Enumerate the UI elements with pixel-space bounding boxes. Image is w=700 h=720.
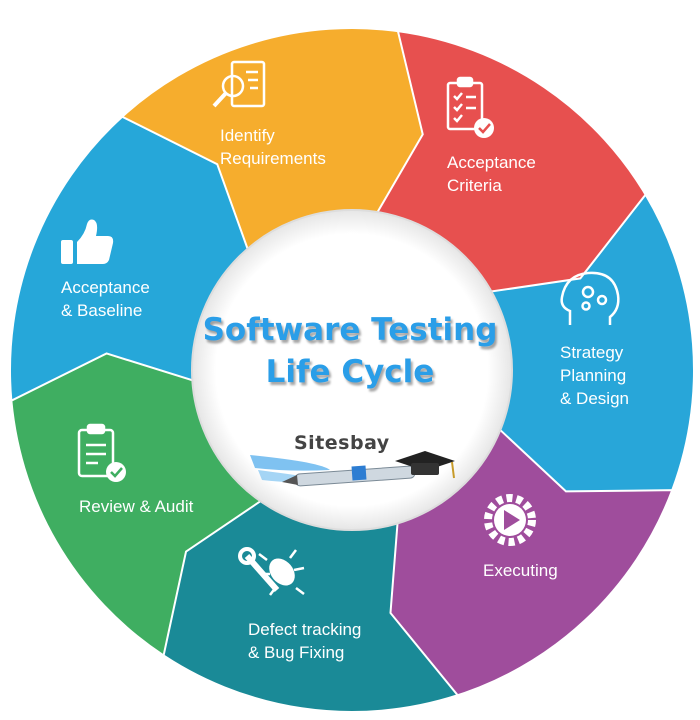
stage-5-line2: & Bug Fixing [248, 643, 345, 662]
stage-label-identify-requirements: Identify Requirements [220, 124, 326, 170]
stage-4-line1: Executing [483, 561, 558, 580]
stage-3-line1: Strategy [560, 343, 624, 362]
diagram-title-line2: Life Cycle [265, 354, 435, 390]
sitesbay-logo [250, 451, 455, 487]
stage-label-acceptance-baseline: Acceptance & Baseline [61, 276, 150, 322]
stage-6-line1: Review & Audit [79, 497, 194, 516]
logo-text: Sitesbay [294, 432, 390, 454]
stage-2-line1: Acceptance [447, 153, 536, 172]
center-circle [191, 209, 513, 531]
stage-3-line3: & Design [560, 389, 629, 408]
stage-1-line1: Identify [220, 126, 275, 145]
stage-label-defect-tracking: Defect tracking & Bug Fixing [248, 618, 361, 664]
stage-3-line2: Planning [560, 366, 627, 385]
stage-7-line1: Acceptance [61, 278, 150, 297]
stage-label-executing: Executing [483, 559, 558, 582]
stage-label-acceptance-criteria: Acceptance Criteria [447, 151, 536, 197]
stage-7-line2: & Baseline [61, 301, 143, 320]
stage-1-line2: Requirements [220, 149, 326, 168]
stage-label-strategy-planning-design: Strategy Planning & Design [560, 341, 629, 410]
stage-label-review-audit: Review & Audit [79, 495, 193, 518]
stage-2-line2: Criteria [447, 176, 502, 195]
diagram-title-line1: Software Testing [202, 312, 498, 348]
stage-5-line1: Defect tracking [248, 620, 362, 639]
